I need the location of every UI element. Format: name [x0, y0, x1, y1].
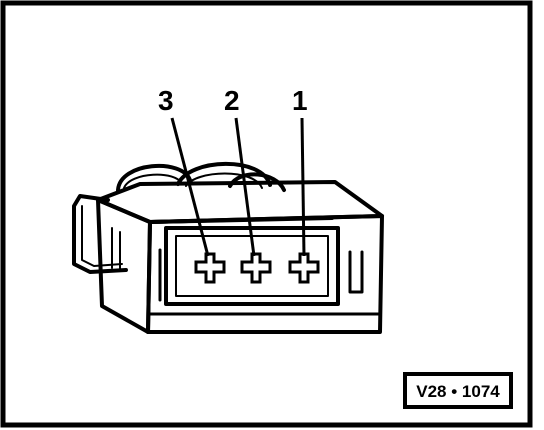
leader-line-1 [300, 117, 306, 257]
locking-clip [72, 194, 128, 274]
pin-label-3: 3 [158, 85, 174, 116]
terminal-pin-1 [288, 252, 320, 284]
figure-frame [0, 0, 533, 428]
leader-lines [170, 117, 306, 257]
terminal-pins [194, 252, 320, 284]
pin-label-2: 2 [224, 85, 240, 116]
reference-code-box [403, 372, 513, 409]
connector-body [72, 161, 384, 334]
terminal-pin-2 [240, 252, 272, 284]
socket-opening [164, 226, 340, 306]
pin-label-1: 1 [292, 85, 308, 116]
terminal-pin-3 [194, 252, 226, 284]
leader-line-2 [234, 117, 256, 257]
reference-code: V28 • 1074 [416, 382, 500, 401]
leader-line-3 [170, 117, 210, 257]
